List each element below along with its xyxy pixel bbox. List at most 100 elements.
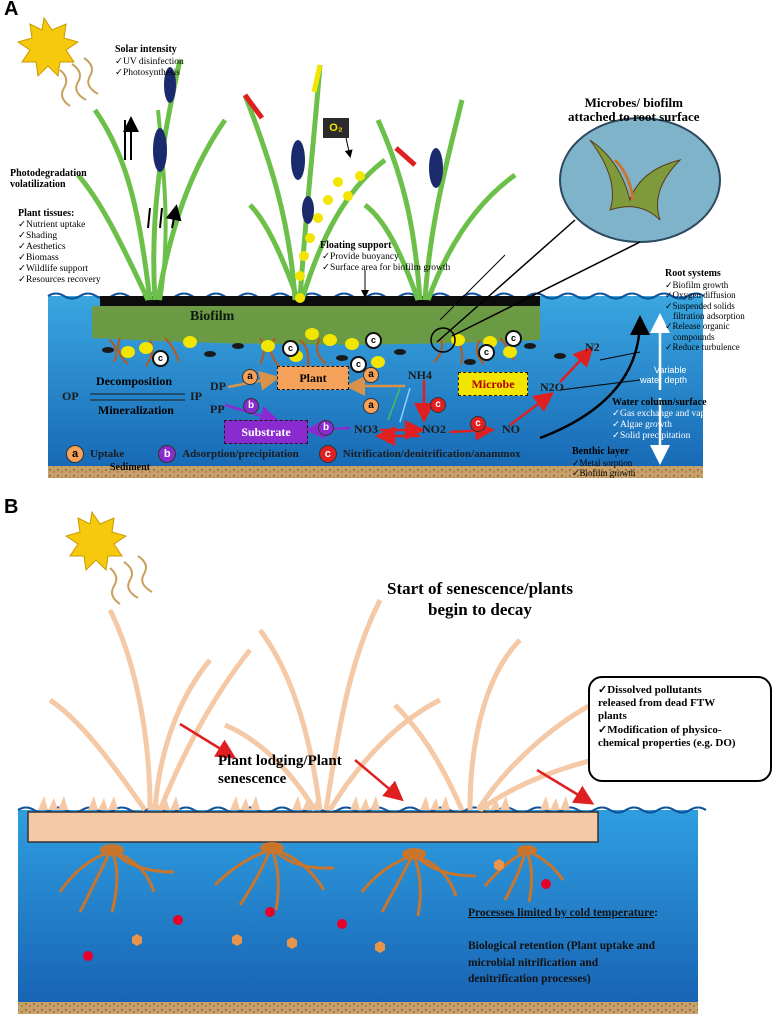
microbe-badge-5: c	[478, 344, 495, 361]
panel-label-a: A	[4, 0, 19, 20]
sun-icon-b	[64, 510, 153, 605]
sun-icon	[16, 16, 99, 107]
marker-b-pp: b	[243, 398, 259, 414]
sediment-layer-a	[48, 466, 703, 478]
marker-a-no3: a	[363, 398, 379, 414]
roots-b	[58, 848, 565, 917]
photodeg-line-2: volatilization	[10, 179, 66, 190]
plant-left	[76, 59, 228, 302]
benthic-item-1: ✓Metal sorption	[572, 458, 633, 468]
plant-item-1: ✓Nutrient uptake	[18, 220, 86, 230]
retention-line-3: denitrification processes)	[468, 973, 591, 986]
biological-retention: Biological retention (Plant uptake and m…	[468, 938, 655, 988]
root-systems-title: Root systems	[665, 268, 721, 279]
benthic-list: ✓Metal sorption ✓Biofilm growth	[572, 458, 635, 479]
root-item-6: compounds	[673, 331, 715, 342]
o2-badge: O₂	[323, 118, 349, 138]
plant-item-6: ✓Resources recovery	[18, 274, 101, 285]
senescence-title-line-2: begin to decay	[428, 600, 532, 620]
lodging-line-2: senescence	[218, 771, 287, 787]
root-item-4: filtration adsorption	[673, 311, 745, 322]
plant-box: Plant	[277, 366, 349, 390]
substrate-box: Substrate	[224, 420, 308, 444]
legend-marker-c: c	[318, 445, 337, 463]
water-column-list: ✓Gas exchange and vaporization ✓Algae gr…	[612, 409, 739, 442]
plant-right	[363, 99, 517, 301]
species-ip: IP	[190, 389, 202, 403]
marker-a-nh4: a	[363, 367, 379, 383]
root-item-1: ✓Biofilm growth	[665, 280, 729, 290]
senescence-title-line-1: Start of senescence/plants	[386, 579, 574, 598]
cold-limit-title: Processes limited by cold temperature:	[468, 907, 658, 919]
plant-item-2: ✓Shading	[18, 230, 58, 241]
retention-line-2: microbial nitrification and	[468, 956, 599, 969]
species-no: NO	[502, 422, 520, 436]
sediment-label: Sediment	[110, 462, 150, 473]
species-op: OP	[62, 389, 79, 403]
water-item-2: ✓Algae growth	[612, 419, 672, 430]
solar-intensity-list: ✓UV disinfection ✓Photosynthesis	[115, 57, 184, 79]
biofilm-layer	[92, 306, 540, 345]
species-pp: PP	[210, 402, 225, 416]
box-line-4: ✓Modification of physico-	[598, 723, 722, 736]
photodegradation-label: Photodegradation volatilization	[10, 168, 87, 190]
species-no2: NO2	[422, 422, 446, 436]
leaf-litter	[38, 796, 570, 810]
legend-uptake: Uptake	[90, 448, 125, 460]
species-nh4: NH4	[408, 368, 432, 382]
benthic-title: Benthic layer	[572, 446, 629, 457]
root-item-5: ✓Release organic	[665, 321, 730, 332]
microbes-title: Microbes/ biofilm attached to root surfa…	[568, 95, 700, 125]
photodeg-line-1: Photodegradation	[10, 168, 87, 179]
floating-support-a	[100, 296, 540, 306]
water-column-title: Water column/surface	[612, 397, 707, 408]
box-line-3: plants	[598, 710, 627, 723]
cold-limit-colon: :	[654, 907, 658, 919]
floating-support-b	[27, 811, 599, 843]
marker-a-dp: a	[242, 369, 258, 385]
senescence-title: Start of senescence/plants begin to deca…	[355, 578, 605, 621]
box-line-1: ✓Dissolved pollutants	[598, 684, 702, 696]
plant-item-3: ✓Aesthetics	[18, 241, 66, 252]
floating-item-1: ✓Provide buoyancy	[322, 252, 399, 262]
legend-marker-b: b	[158, 445, 177, 463]
pollutant-markers	[83, 859, 551, 961]
species-dp: DP	[210, 379, 226, 393]
water-item-3: ✓Solid precipitation	[612, 430, 691, 441]
lodging-line-1: Plant lodging/Plant	[218, 753, 342, 769]
cold-limit-text: Processes limited by cold temperature	[468, 907, 655, 919]
decomposition-label: Decomposition	[96, 374, 172, 388]
root-item-3: ✓Suspended solids	[665, 300, 735, 311]
solar-intensity-title: Solar intensity	[115, 44, 177, 55]
microbe-badge-1: c	[152, 350, 169, 367]
water-item-1: ✓Gas exchange and vaporization	[612, 409, 739, 419]
magnifier-circle	[430, 117, 721, 353]
lodging-label: Plant lodging/Plant senescence	[218, 752, 342, 788]
plant-item-5: ✓Wildlife support	[18, 263, 89, 274]
microbe-badge-6: c	[505, 330, 522, 347]
microbes-line-1: Microbes/ biofilm	[584, 95, 683, 110]
solar-item-1: ✓UV disinfection	[115, 57, 184, 67]
legend-marker-a: a	[66, 445, 84, 463]
variable-line-2: water depth	[640, 375, 688, 386]
root-crowns	[100, 842, 537, 860]
floating-support-list: ✓Provide buoyancy ✓Surface area for biof…	[322, 252, 450, 274]
solar-item-2: ✓Photosynthesis	[115, 67, 180, 78]
floating-item-2: ✓Surface area for biofilm growth	[322, 262, 451, 273]
panel-label-b: B	[4, 496, 19, 518]
root-item-2: ✓Oxygen diffusion	[665, 290, 736, 301]
benthic-item-2: ✓Biofilm growth	[572, 468, 636, 479]
microbe-box: Microbe	[458, 372, 528, 396]
box-line-2: released from dead FTW	[598, 697, 716, 710]
pollutant-release-box: ✓Dissolved pollutants released from dead…	[588, 676, 772, 782]
variable-line-1: Variable	[654, 365, 687, 375]
legend-nitrification: Nitrification/denitrification/anammox	[342, 448, 521, 460]
marker-c-no2: c	[470, 416, 486, 432]
variable-depth-label: Variable water depth	[640, 365, 687, 386]
sediment-layer-b	[18, 1002, 698, 1014]
marker-c-nh4: c	[430, 397, 446, 413]
species-n2o: N2O	[540, 380, 564, 394]
floating-support-title: Floating support	[320, 240, 392, 251]
root-systems-list: ✓Biofilm growth ✓Oxygen diffusion ✓Suspe…	[665, 280, 745, 352]
